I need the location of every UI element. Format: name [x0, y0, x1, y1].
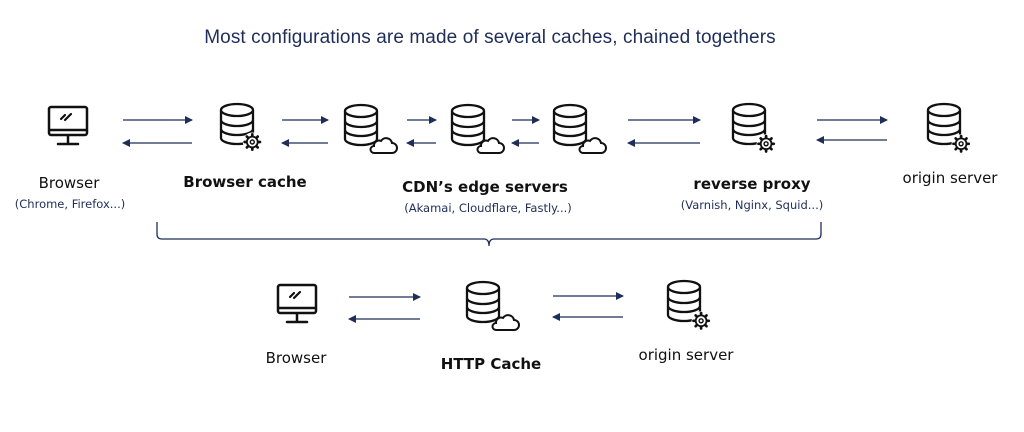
reverse-proxy-sublabel: (Varnish, Nginx, Squid...) — [680, 198, 824, 212]
diagram-title: Most configurations are made of several … — [204, 27, 776, 48]
cdn-label: CDN’s edge servers — [402, 178, 568, 196]
origin-server-label: origin server — [902, 169, 998, 187]
reverse-proxy-label: reverse proxy — [693, 175, 811, 193]
top-arrows — [122, 116, 888, 147]
browser-label: Browser — [38, 174, 100, 192]
bottom-arrows — [348, 292, 624, 323]
browser-cache-label: Browser cache — [183, 173, 307, 191]
http-cache-label: HTTP Cache — [440, 355, 542, 373]
browser-monitor-icon — [47, 105, 89, 146]
bottom-origin-server-label: origin server — [638, 346, 734, 364]
origin-server-icon — [926, 102, 972, 155]
reverse-proxy-icon — [731, 102, 777, 155]
cdn-server-1-icon — [343, 103, 398, 154]
browser-cache-icon — [219, 102, 264, 153]
bottom-browser-monitor-icon — [276, 283, 318, 324]
grouping-brace — [156, 222, 822, 247]
bottom-browser-label: Browser — [265, 349, 327, 367]
browser-sublabel: (Chrome, Firefox...) — [14, 197, 126, 211]
cdn-server-3-icon — [552, 103, 607, 154]
bottom-origin-server-icon — [666, 279, 712, 332]
cdn-sublabel: (Akamai, Cloudflare, Fastly...) — [404, 201, 572, 215]
http-cache-icon — [465, 280, 520, 331]
cdn-server-2-icon — [450, 103, 505, 154]
